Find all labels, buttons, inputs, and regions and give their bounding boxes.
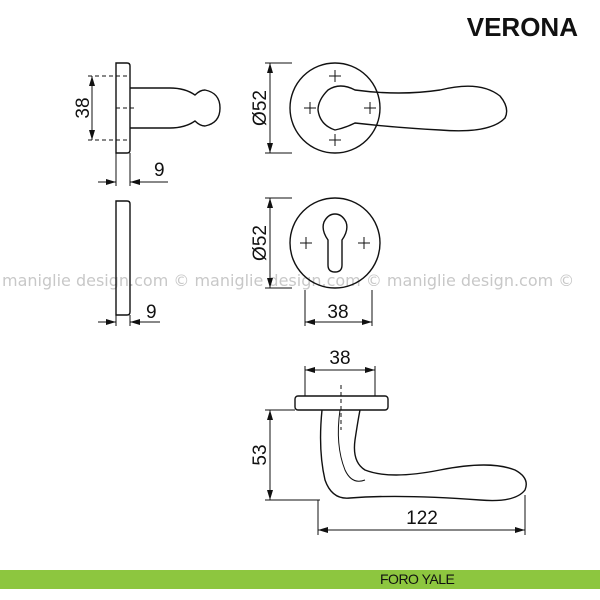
dim-handle-height: 53 — [250, 444, 271, 465]
handle-top-view: 38 53 122 — [250, 348, 527, 535]
dim-handle-length: 122 — [406, 508, 438, 529]
dim-escutcheon-thickness: 9 — [146, 302, 157, 323]
footer-label: FORO YALE — [380, 571, 455, 587]
dim-rose-diameter: Ø52 — [250, 90, 271, 126]
dim-rose-width: 38 — [329, 348, 350, 369]
dim-rose-thickness: 9 — [154, 160, 165, 181]
watermark: maniglie design.com © maniglie design.co… — [2, 271, 574, 290]
dim-escutcheon-diameter: Ø52 — [250, 225, 271, 261]
dim-rose-height: 38 — [73, 97, 94, 118]
escutcheon-side-view: 9 — [98, 200, 160, 326]
footer-bar: FORO YALE — [0, 570, 600, 589]
product-title: VERONA — [466, 12, 578, 42]
escutcheon-front-view: Ø52 38 — [250, 197, 381, 326]
rose-side-view: 38 9 — [73, 62, 221, 186]
rose-front-view: Ø52 — [250, 62, 508, 154]
dim-escutcheon-width: 38 — [327, 302, 348, 323]
